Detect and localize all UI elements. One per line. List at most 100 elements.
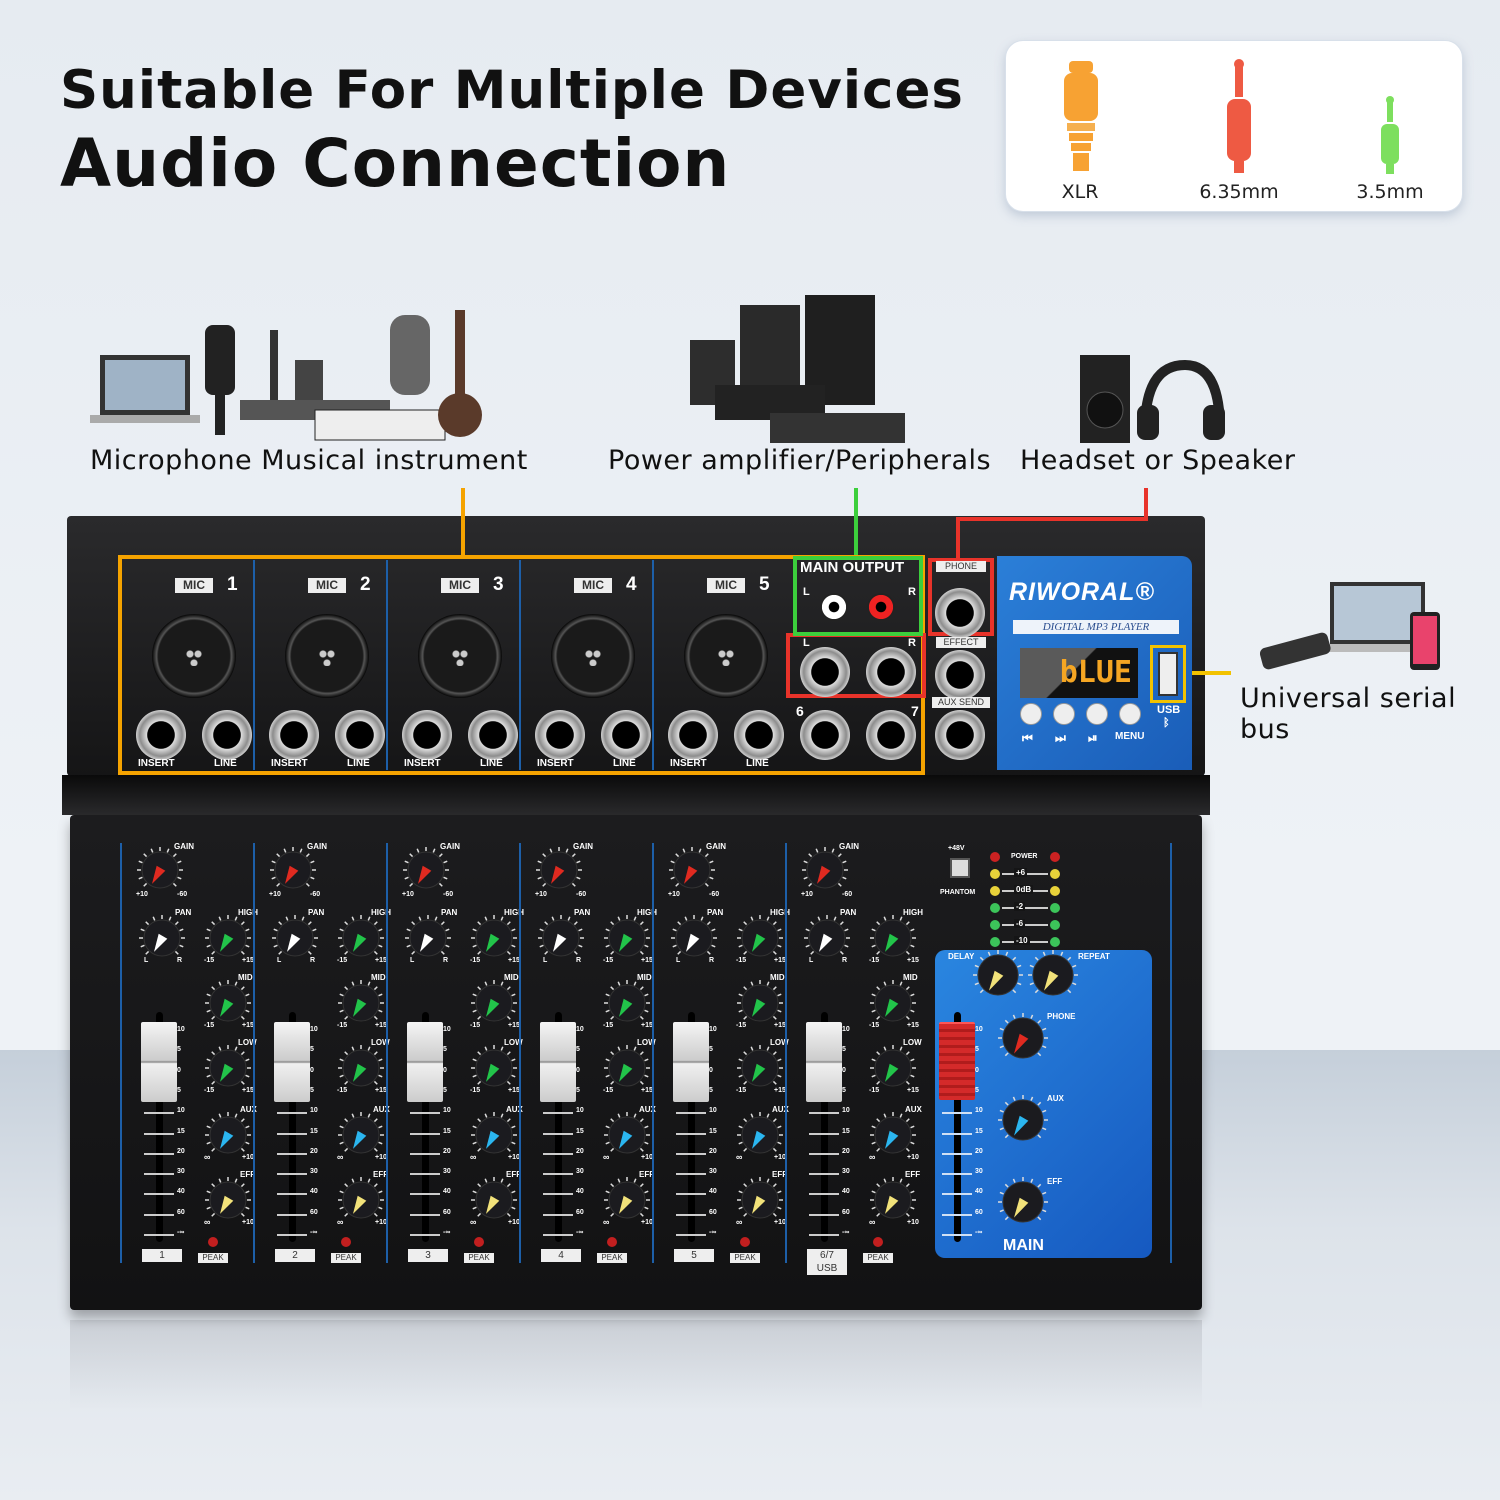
insert-jack[interactable] <box>668 710 718 760</box>
low-eq-knob[interactable] <box>603 1044 651 1092</box>
line-jack[interactable] <box>335 710 385 760</box>
mp3-button-2[interactable] <box>1086 703 1108 725</box>
low-eq-knob[interactable] <box>869 1044 917 1092</box>
aux-send-knob[interactable] <box>736 1111 784 1159</box>
pan-knob[interactable] <box>404 914 452 962</box>
phone-jack[interactable] <box>935 588 985 638</box>
insert-jack[interactable] <box>269 710 319 760</box>
aux-send-knob[interactable] <box>337 1111 385 1159</box>
low-eq-knob[interactable] <box>470 1044 518 1092</box>
mid-eq-knob[interactable] <box>869 979 917 1027</box>
low-eq-knob[interactable] <box>204 1044 252 1092</box>
stereo-in-6-jack[interactable] <box>800 710 850 760</box>
fader-tick <box>410 1173 440 1176</box>
gain-knob[interactable] <box>535 846 583 894</box>
send-min-label: ∞ <box>204 1152 211 1162</box>
fader-tick <box>277 1234 307 1236</box>
low-eq-knob[interactable] <box>337 1044 385 1092</box>
eff-send-knob[interactable] <box>204 1176 252 1224</box>
eq-max-label: +15 <box>907 1087 919 1094</box>
delay-knob[interactable] <box>972 949 1024 1001</box>
aux-send-knob[interactable] <box>470 1111 518 1159</box>
insert-jack[interactable] <box>535 710 585 760</box>
send-min-label: ∞ <box>204 1217 211 1227</box>
repeat-knob[interactable] <box>1027 949 1079 1001</box>
fader-scale-label: 20 <box>576 1147 584 1155</box>
main-right-jack[interactable] <box>866 647 916 697</box>
phone-connector-line <box>1144 488 1148 520</box>
aux-send-knob[interactable] <box>603 1111 651 1159</box>
mid-eq-knob[interactable] <box>736 979 784 1027</box>
fader-scale-label: -∞ <box>709 1229 717 1236</box>
eq-min-label: -15 <box>736 1087 747 1094</box>
channel-fader-cap[interactable] <box>673 1022 709 1102</box>
aux-send-knob[interactable] <box>204 1111 252 1159</box>
eff-send-knob[interactable] <box>603 1176 651 1224</box>
eq-min-label: -15 <box>337 1087 348 1094</box>
pan-knob[interactable] <box>271 914 319 962</box>
xlr-pins <box>184 646 204 666</box>
mid-eq-knob[interactable] <box>603 979 651 1027</box>
pan-knob[interactable] <box>138 914 186 962</box>
insert-jack[interactable] <box>136 710 186 760</box>
aux-send-knob[interactable] <box>869 1111 917 1159</box>
eff-send-knob[interactable] <box>869 1176 917 1224</box>
meter-led-right <box>1050 903 1060 913</box>
usb-port[interactable] <box>1158 652 1178 696</box>
master-aux-knob[interactable] <box>997 1094 1049 1146</box>
rca-right-jack[interactable] <box>867 593 895 621</box>
gain-knob[interactable] <box>402 846 450 894</box>
high-eq-knob[interactable] <box>204 914 252 962</box>
eff-send-knob[interactable] <box>337 1176 385 1224</box>
fader-tick <box>809 1173 839 1176</box>
gain-knob[interactable] <box>801 846 849 894</box>
insert-jack[interactable] <box>402 710 452 760</box>
channel-fader-cap[interactable] <box>141 1022 177 1102</box>
low-eq-knob[interactable] <box>736 1044 784 1092</box>
inputs-device-label: Microphone Musical instrument <box>90 445 528 476</box>
channel-fader-cap[interactable] <box>806 1022 842 1102</box>
master-fader-scale-label: 0 <box>975 1066 979 1074</box>
channel-fader-cap[interactable] <box>540 1022 576 1102</box>
line-jack[interactable] <box>734 710 784 760</box>
high-eq-knob[interactable] <box>470 914 518 962</box>
high-eq-knob[interactable] <box>736 914 784 962</box>
peak-label: PEAK <box>198 1253 228 1263</box>
channel-fader-cap[interactable] <box>274 1022 310 1102</box>
pan-knob[interactable] <box>537 914 585 962</box>
channel-fader-cap[interactable] <box>407 1022 443 1102</box>
high-eq-knob[interactable] <box>869 914 917 962</box>
phantom-button[interactable] <box>950 858 970 878</box>
rca-left-jack[interactable] <box>820 593 848 621</box>
effect-jack[interactable] <box>935 650 985 700</box>
high-eq-knob[interactable] <box>337 914 385 962</box>
mp3-button-1[interactable] <box>1053 703 1075 725</box>
line-jack[interactable] <box>468 710 518 760</box>
mid-eq-knob[interactable] <box>337 979 385 1027</box>
eq-min-label: -15 <box>470 1087 481 1094</box>
line-jack[interactable] <box>601 710 651 760</box>
eff-send-knob[interactable] <box>736 1176 784 1224</box>
eff-send-knob[interactable] <box>470 1176 518 1224</box>
mp3-button-0[interactable] <box>1020 703 1042 725</box>
pan-label: PAN <box>707 908 724 917</box>
phone-volume-knob[interactable] <box>997 1012 1049 1064</box>
mid-eq-knob[interactable] <box>204 979 252 1027</box>
gain-knob[interactable] <box>269 846 317 894</box>
fader-scale-label: 5 <box>842 1086 846 1094</box>
pan-knob[interactable] <box>803 914 851 962</box>
stereo-in-7-jack[interactable] <box>866 710 916 760</box>
main-left-jack[interactable] <box>800 647 850 697</box>
line-jack[interactable] <box>202 710 252 760</box>
gain-knob[interactable] <box>668 846 716 894</box>
master-fader-cap[interactable] <box>939 1022 975 1100</box>
high-eq-knob[interactable] <box>603 914 651 962</box>
mp3-button-3[interactable] <box>1119 703 1141 725</box>
mid-eq-knob[interactable] <box>470 979 518 1027</box>
gain-knob[interactable] <box>136 846 184 894</box>
master-fader-tick <box>942 1173 972 1176</box>
master-eff-knob[interactable] <box>997 1176 1049 1228</box>
pan-knob[interactable] <box>670 914 718 962</box>
xlr-pins <box>716 646 736 666</box>
aux-send-jack[interactable] <box>935 710 985 760</box>
